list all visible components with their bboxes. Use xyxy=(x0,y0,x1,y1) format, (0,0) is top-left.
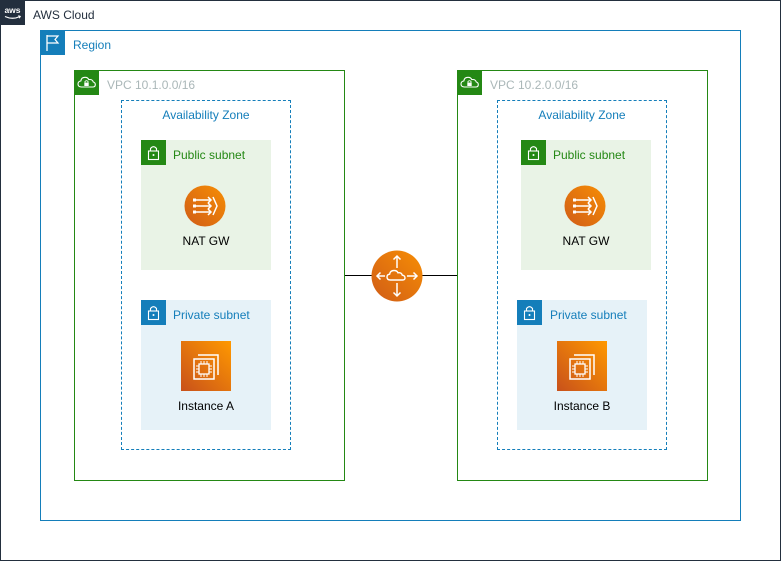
aws-cloud-label: AWS Cloud xyxy=(33,8,95,22)
vpc-label: VPC 10.2.0.0/16 xyxy=(490,78,579,92)
availability-zone-label: Availability Zone xyxy=(538,108,626,122)
flag-icon xyxy=(40,30,65,55)
vpc-peering-icon xyxy=(371,250,423,302)
nat-gateway-icon xyxy=(564,185,606,227)
svg-text:aws: aws xyxy=(4,5,20,15)
region-label: Region xyxy=(73,38,112,52)
instance-label: Instance B xyxy=(553,399,611,413)
region-group xyxy=(40,30,741,521)
vpc-cloud-lock-icon xyxy=(457,70,482,95)
vpc-group-1 xyxy=(74,70,345,481)
lock-icon xyxy=(517,300,542,325)
lock-icon xyxy=(141,300,166,325)
public-subnet-label: Public subnet xyxy=(553,148,626,162)
availability-zone-group xyxy=(121,100,291,450)
nat-gw-label: NAT GW xyxy=(182,234,230,248)
private-subnet-label: Private subnet xyxy=(173,308,250,322)
vpc-cloud-lock-icon xyxy=(74,70,99,95)
ec2-instance-icon xyxy=(181,341,231,391)
availability-zone-group xyxy=(497,100,667,450)
ec2-instance-icon xyxy=(557,341,607,391)
lock-icon xyxy=(521,140,546,165)
lock-icon xyxy=(141,140,166,165)
vpc-label: VPC 10.1.0.0/16 xyxy=(107,78,196,92)
nat-gateway-icon xyxy=(184,185,226,227)
availability-zone-label: Availability Zone xyxy=(162,108,250,122)
nat-gw-label: NAT GW xyxy=(562,234,610,248)
aws-logo: aws xyxy=(0,0,25,25)
private-subnet-label: Private subnet xyxy=(550,308,627,322)
public-subnet-label: Public subnet xyxy=(173,148,246,162)
vpc-group-2 xyxy=(457,70,708,481)
instance-label: Instance A xyxy=(177,399,235,413)
